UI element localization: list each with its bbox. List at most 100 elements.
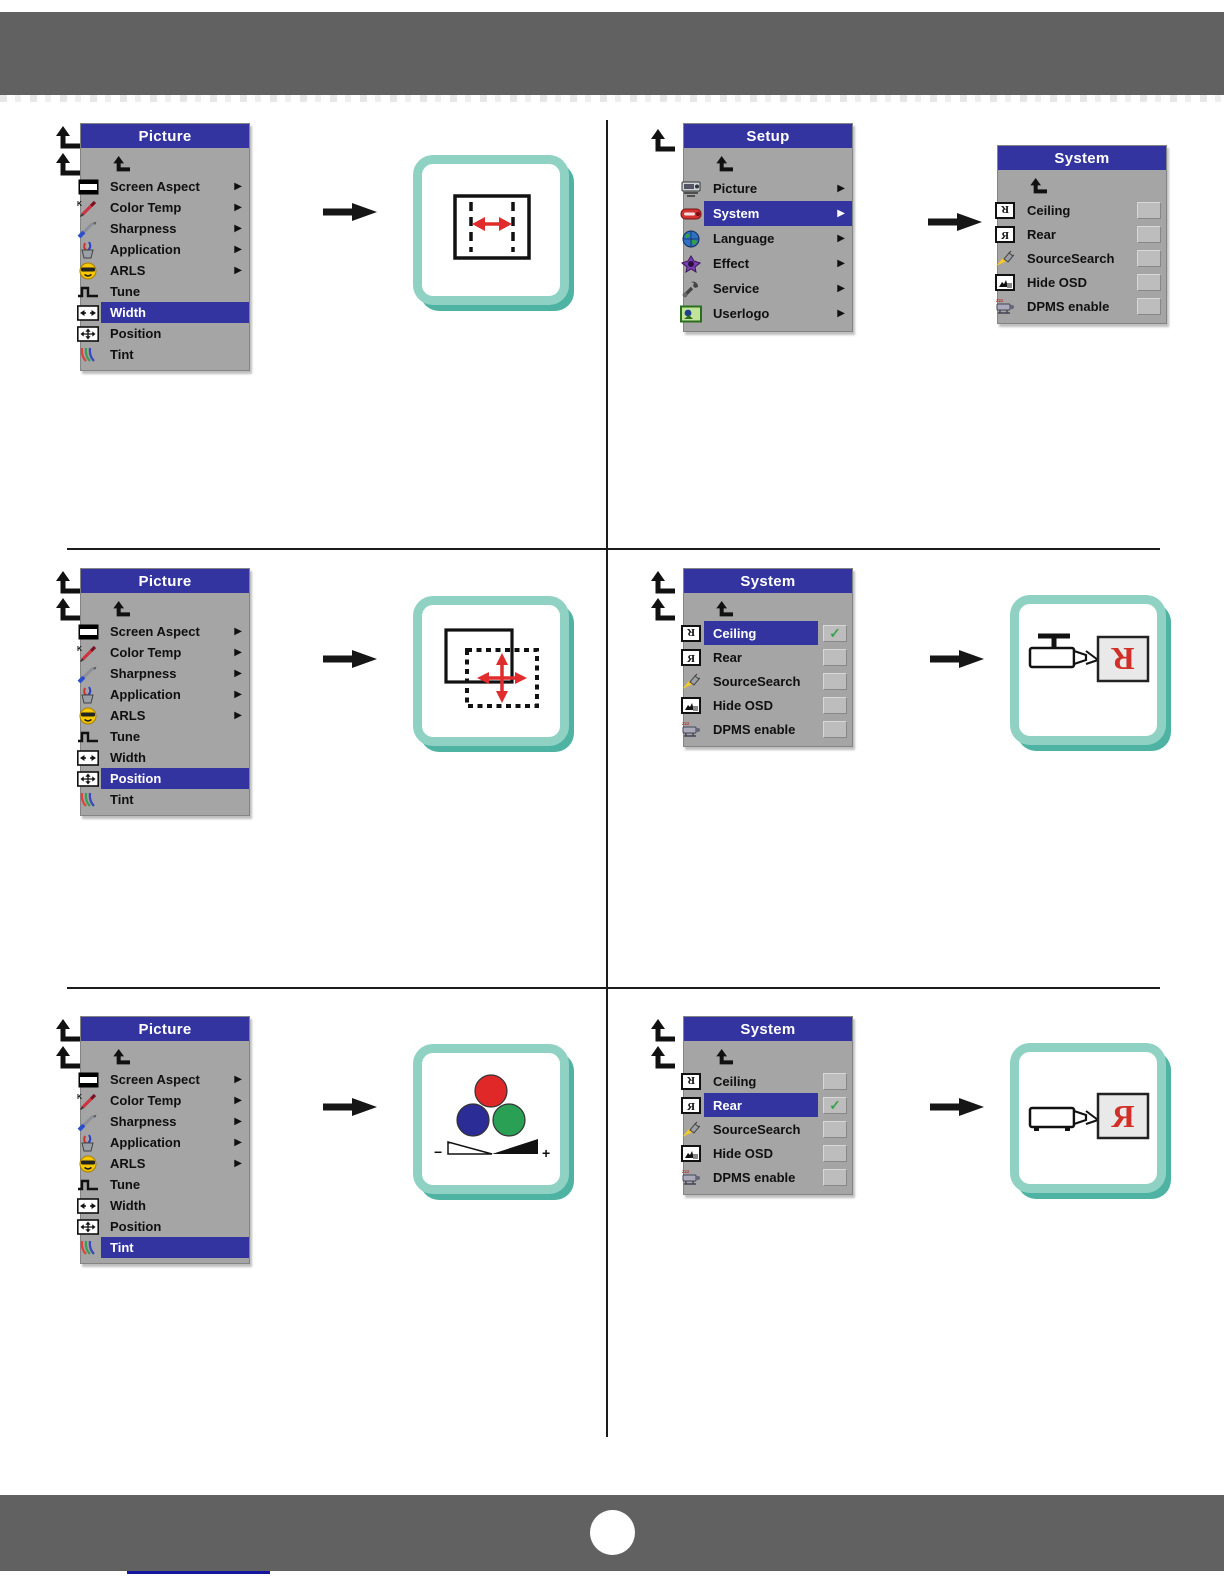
menu-item-screen-aspect[interactable]: Screen Aspect▶ [78, 621, 249, 642]
application-icon [75, 240, 101, 260]
menu-item-tint[interactable]: Tint [80, 1237, 249, 1258]
menu-item-application[interactable]: Application▶ [81, 1132, 249, 1153]
menu-item-hide-osd[interactable]: Hide OSD✓ [995, 270, 1166, 294]
back-arrows [55, 571, 81, 622]
back-arrows [55, 126, 81, 177]
menu-item-effect[interactable]: Effect▶ [681, 251, 852, 276]
sourcesearch-checkbox[interactable]: ✓ [823, 672, 847, 690]
sourcesearch-checkbox[interactable]: ✓ [1137, 249, 1161, 267]
rear-checkbox[interactable]: ✓ [823, 1096, 847, 1114]
menu-item-application[interactable]: Application▶ [81, 684, 249, 705]
menu-item-tune[interactable]: Tune [78, 281, 249, 302]
menu-item-hide-osd[interactable]: Hide OSD✓ [681, 1141, 852, 1165]
svg-text:K: K [77, 201, 82, 208]
menu-up-item[interactable] [998, 173, 1166, 198]
ceiling-screen-letter: R [1111, 641, 1135, 677]
sourcesearch-checkbox[interactable]: ✓ [823, 1120, 847, 1138]
ceiling-checkbox[interactable]: ✓ [823, 1072, 847, 1090]
menu-item-service[interactable]: Service▶ [682, 276, 852, 301]
rear-icon: R [992, 224, 1018, 244]
menu-item-picture[interactable]: Picture▶ [681, 176, 852, 201]
menu-item-arls[interactable]: ARLS▶ [79, 1153, 249, 1174]
menu-item-sourcesearch[interactable]: SourceSearch✓ [996, 246, 1166, 270]
sourcesearch-icon [678, 671, 704, 691]
setup-menu: Setup Picture▶ System▶ Language▶ Effect▶… [680, 123, 853, 332]
submenu-arrow-icon: ▶ [837, 232, 845, 244]
menu-item-arls[interactable]: ARLS▶ [79, 705, 249, 726]
submenu-arrow-icon: ▶ [234, 180, 242, 192]
ceiling-checkbox[interactable]: ✓ [1137, 201, 1161, 219]
menu-item-screen-aspect[interactable]: Screen Aspect▶ [78, 1069, 249, 1090]
right-arrow-connector-icon [928, 212, 982, 232]
menu-item-language[interactable]: Language▶ [682, 226, 852, 251]
hide-osd-checkbox[interactable]: ✓ [823, 696, 847, 714]
menu-item-tune[interactable]: Tune [78, 1174, 249, 1195]
menu-item-sourcesearch[interactable]: SourceSearch✓ [682, 669, 852, 693]
submenu-arrow-icon: ▶ [234, 264, 242, 276]
menu-up-item[interactable] [81, 151, 249, 176]
menu-up-item[interactable] [684, 1044, 852, 1069]
menu-title: Picture [81, 569, 249, 593]
menu-item-width[interactable]: Width [77, 1195, 249, 1216]
ceiling-illustration-graphic: R [1028, 633, 1150, 683]
menu-item-hide-osd[interactable]: Hide OSD✓ [681, 693, 852, 717]
hide-osd-checkbox[interactable]: ✓ [823, 1144, 847, 1162]
screen-aspect-icon [75, 177, 101, 197]
menu-item-position[interactable]: Position [77, 323, 249, 344]
menu-item-system[interactable]: System▶ [680, 201, 852, 226]
hide-osd-checkbox[interactable]: ✓ [1137, 273, 1161, 291]
right-arrow-connector-icon [930, 1097, 984, 1117]
back-arrow-icon [650, 598, 676, 622]
dpms-checkbox[interactable]: ✓ [823, 1168, 847, 1186]
page-number-dot [590, 1510, 635, 1555]
menu-up-item[interactable] [684, 596, 852, 621]
menu-item-tint[interactable]: Tint [80, 344, 249, 365]
dpms-checkbox[interactable]: ✓ [823, 720, 847, 738]
menu-item-userlogo[interactable]: Userlogo▶ [680, 301, 852, 326]
menu-item-sourcesearch[interactable]: SourceSearch✓ [682, 1117, 852, 1141]
right-arrow-connector-icon [930, 649, 984, 669]
sourcesearch-icon [678, 1119, 704, 1139]
menu-item-tint[interactable]: Tint [80, 789, 249, 810]
up-arrow-icon [113, 155, 131, 172]
menu-item-sharpness[interactable]: Sharpness▶ [77, 218, 249, 239]
userlogo-icon [678, 304, 704, 324]
menu-up-item[interactable] [684, 151, 852, 176]
ceiling-checkbox[interactable]: ✓ [823, 624, 847, 642]
back-arrow-icon [55, 571, 81, 595]
submenu-arrow-icon: ▶ [837, 207, 845, 219]
menu-item-width[interactable]: Width [77, 302, 249, 323]
menu-item-arls[interactable]: ARLS▶ [79, 260, 249, 281]
menu-up-item[interactable] [81, 596, 249, 621]
menu-item-sharpness[interactable]: Sharpness▶ [77, 1111, 249, 1132]
dpms-checkbox[interactable]: ✓ [1137, 297, 1161, 315]
menu-item-position[interactable]: Position [77, 768, 249, 789]
rear-checkbox[interactable]: ✓ [1137, 225, 1161, 243]
width-illustration-graphic [453, 194, 531, 260]
system-icon [678, 204, 704, 224]
submenu-arrow-icon: ▶ [234, 688, 242, 700]
menu-item-application[interactable]: Application▶ [81, 239, 249, 260]
rear-checkbox[interactable]: ✓ [823, 648, 847, 666]
menu-item-position[interactable]: Position [77, 1216, 249, 1237]
menu-item-screen-aspect[interactable]: Screen Aspect▶ [78, 176, 249, 197]
menu-item-width[interactable]: Width [77, 747, 249, 768]
menu-up-item[interactable] [81, 1044, 249, 1069]
menu-item-sharpness[interactable]: Sharpness▶ [77, 663, 249, 684]
menu-item-tune[interactable]: Tune [78, 726, 249, 747]
